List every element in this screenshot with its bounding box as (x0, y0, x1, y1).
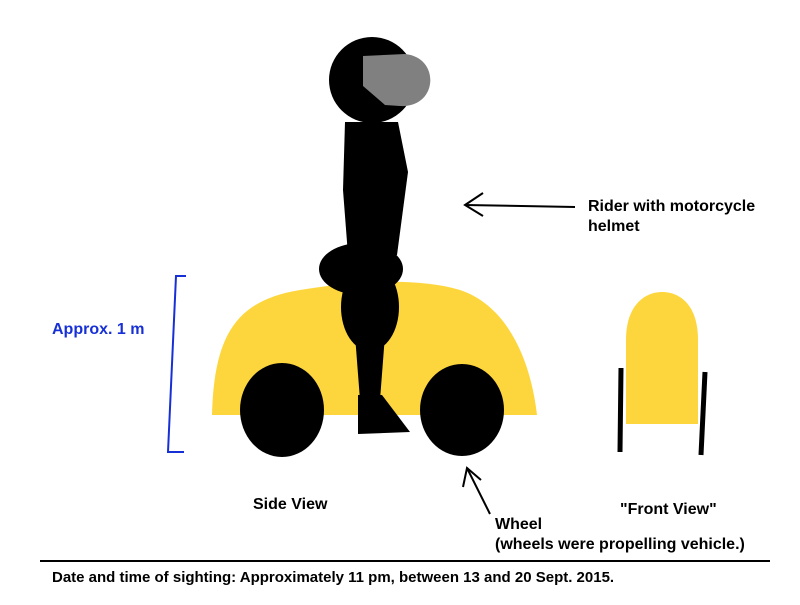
wheel-label-line1: Wheel (495, 516, 543, 533)
side-view-label: Side View (253, 496, 328, 513)
rider-foot (358, 395, 410, 434)
rider-label-line1: Rider with motorcycle (588, 198, 756, 215)
height-bracket (166, 275, 186, 453)
front-view-left-wheel (617, 367, 624, 453)
wheel-label-line2: (wheels were propelling vehicle.) (495, 536, 745, 553)
rider-arrow (463, 192, 576, 217)
rider-lower-leg (355, 335, 385, 400)
rider-label-line2: helmet (588, 218, 640, 235)
helmet-visor (363, 54, 431, 107)
rider-thigh (341, 263, 399, 351)
front-view-label: "Front View" (620, 501, 717, 518)
height-label: Approx. 1 m (52, 321, 145, 338)
rider-torso (343, 122, 408, 255)
wheel-label: Wheel (wheels were propelling vehicle.) (495, 515, 745, 555)
front-view-vehicle-body (626, 292, 698, 424)
front-view-right-wheel (698, 371, 708, 456)
wheel-arrow (462, 466, 491, 515)
rear-wheel (240, 363, 324, 457)
sighting-caption: Date and time of sighting: Approximately… (52, 569, 615, 586)
rider-label: Rider with motorcycle helmet (588, 197, 755, 237)
front-wheel (420, 364, 504, 456)
